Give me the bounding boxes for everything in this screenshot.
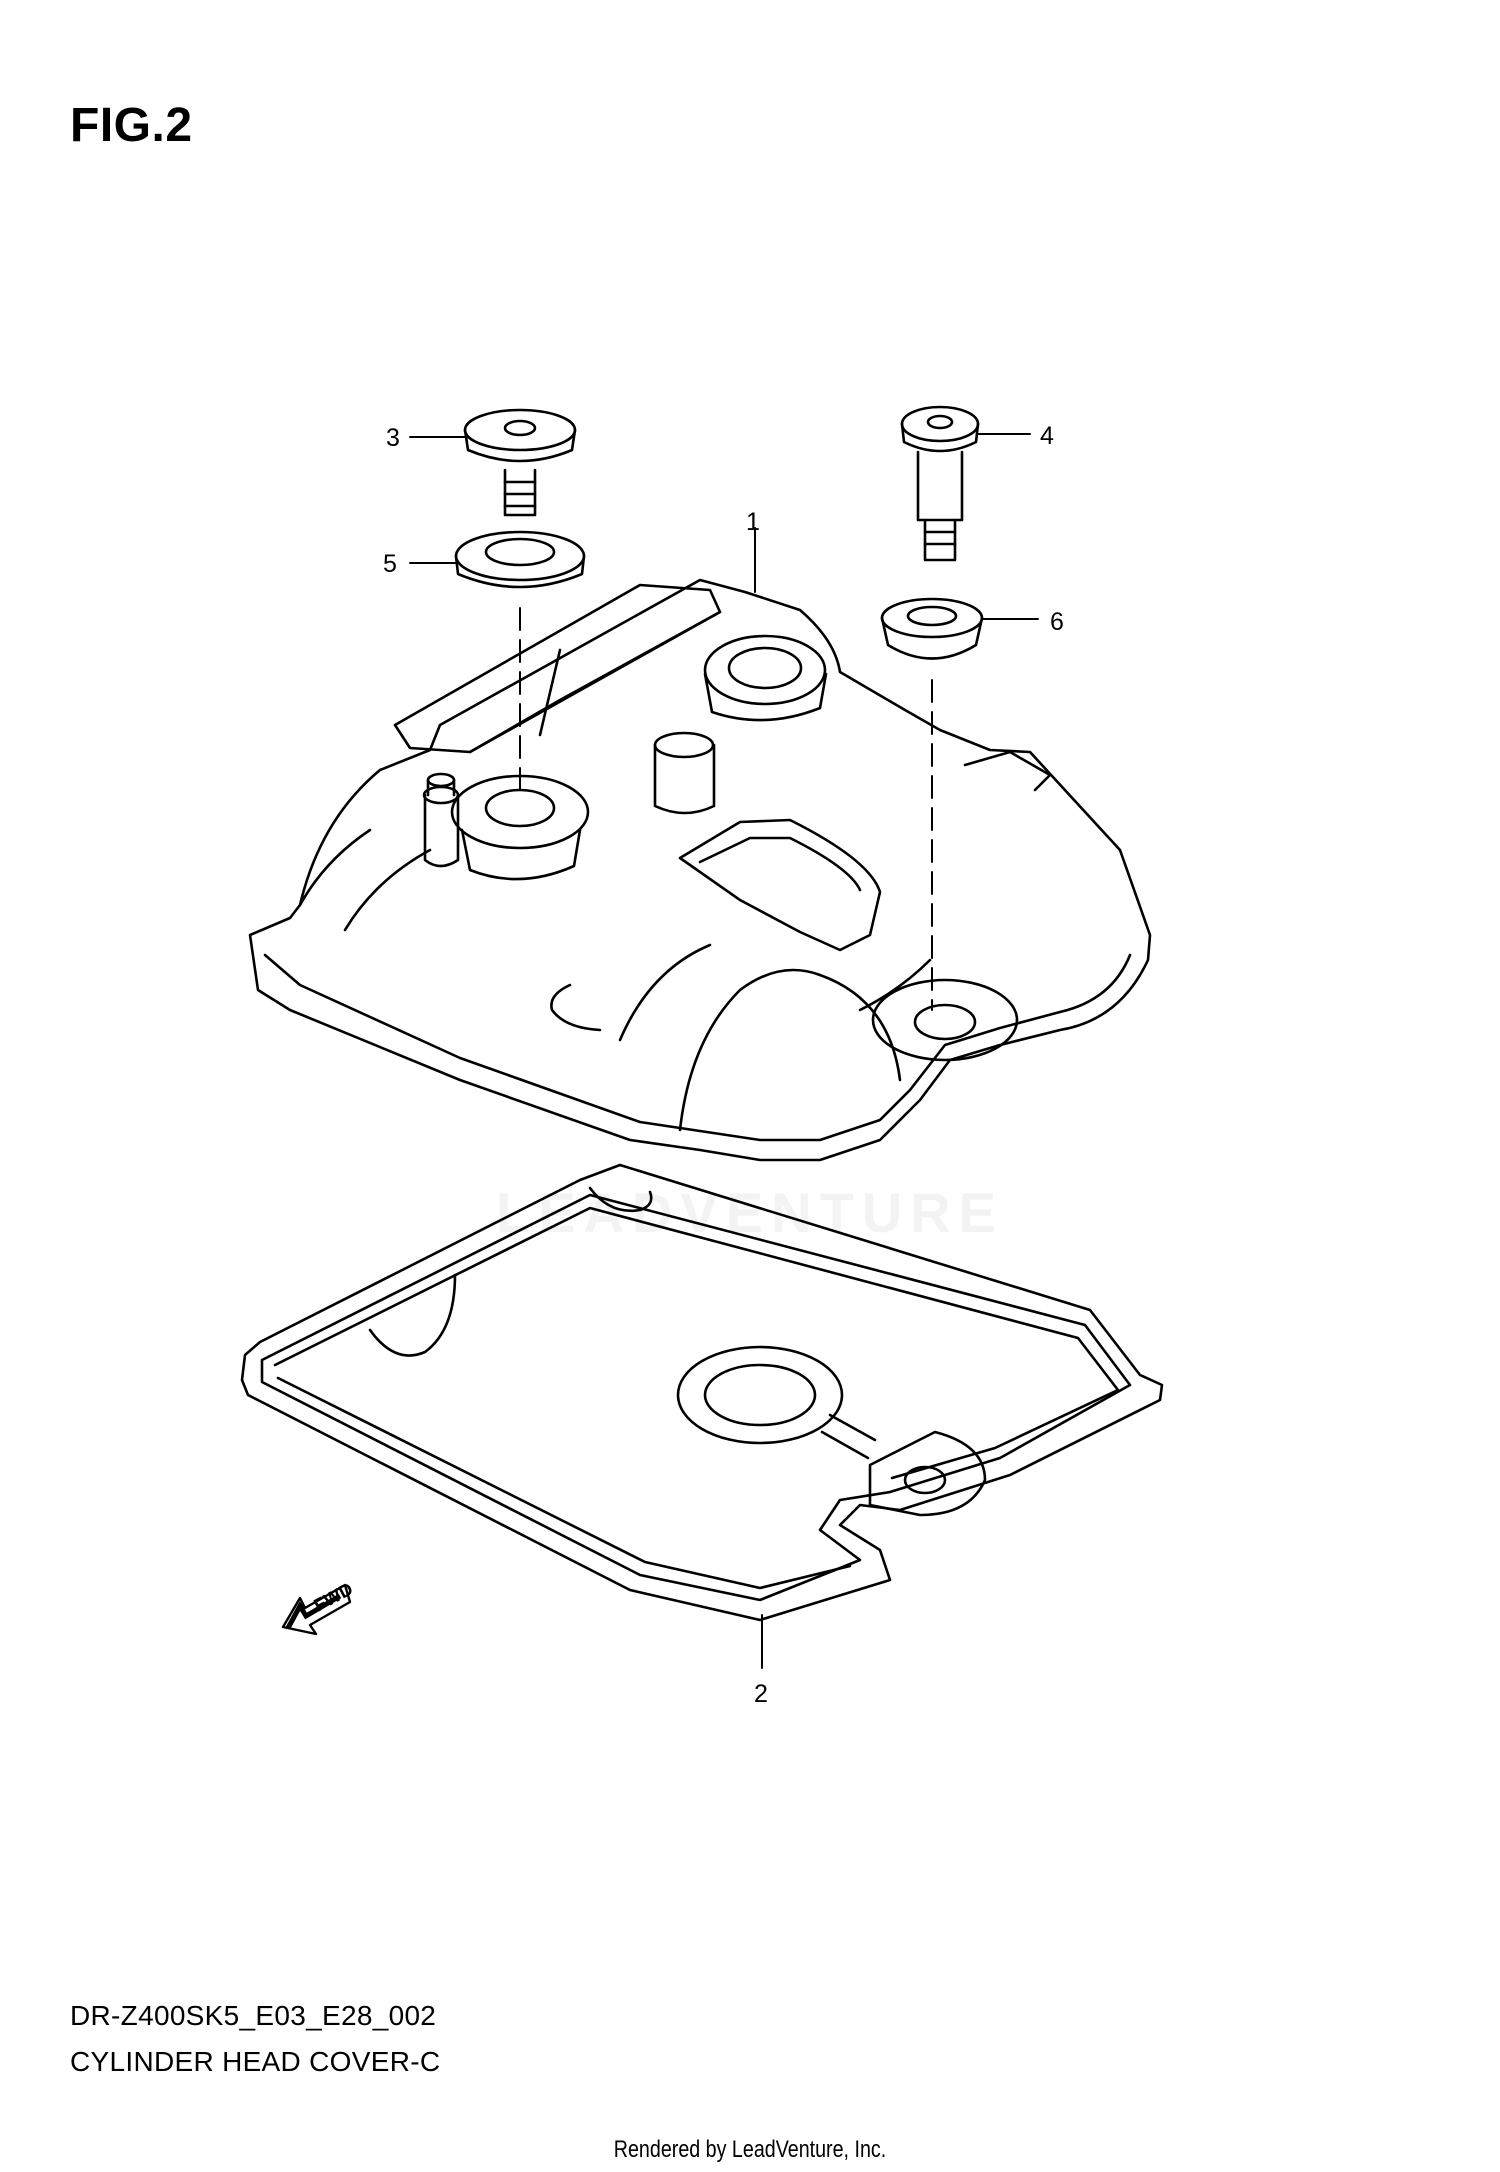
part-3-flange-bolt <box>463 408 577 517</box>
part-4-long-bolt <box>900 405 980 562</box>
callout-5: 5 <box>383 550 397 578</box>
callout-1: 1 <box>746 508 760 536</box>
assembly-lines <box>519 607 933 1011</box>
part-1-cylinder-head-cover <box>248 578 1152 1162</box>
callout-2: 2 <box>754 1680 768 1708</box>
fwd-arrow-icon: FWD <box>281 1579 356 1636</box>
figure-title: FIG.2 <box>70 99 193 152</box>
part-name: CYLINDER HEAD COVER-C <box>70 2046 441 2077</box>
part-2-gasket <box>240 1163 1164 1622</box>
part-6-grommet <box>880 597 984 660</box>
callout-6: 6 <box>1050 608 1064 636</box>
part-5-washer <box>454 530 586 589</box>
footer-credit: Rendered by LeadVenture, Inc. <box>613 2136 887 2163</box>
callout-4: 4 <box>1040 422 1054 450</box>
callout-3: 3 <box>386 424 400 452</box>
model-code: DR-Z400SK5_E03_E28_002 <box>70 2000 437 2031</box>
leader-lines <box>409 433 1039 1669</box>
